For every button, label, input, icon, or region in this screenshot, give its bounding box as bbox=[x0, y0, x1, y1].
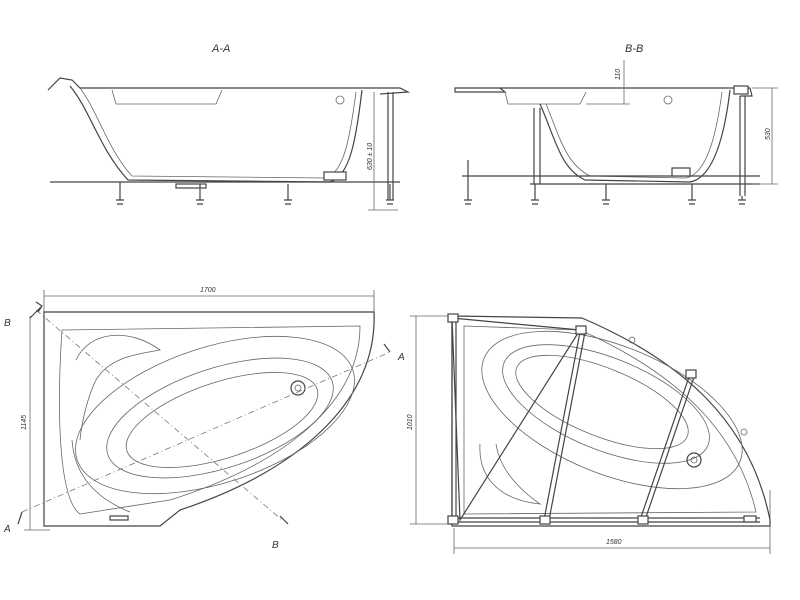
top-width-label: 1700 bbox=[200, 287, 216, 294]
frame-joint-3 bbox=[539, 515, 551, 525]
aa-tub-inner bbox=[79, 87, 357, 179]
frame-joint-2 bbox=[685, 369, 697, 379]
top-depth-label: 1145 bbox=[21, 415, 28, 430]
top-basin-outer bbox=[75, 335, 355, 495]
frame-joint-6 bbox=[447, 313, 459, 323]
frame-rim bbox=[463, 325, 757, 515]
top-outer-outline bbox=[43, 311, 375, 527]
top-headrest bbox=[75, 334, 161, 441]
top-view: 1700 1145 B B A A bbox=[3, 287, 405, 551]
top-basin-floor bbox=[125, 372, 319, 468]
top-section-line-b bbox=[35, 309, 283, 521]
frame-outer-outline bbox=[451, 315, 771, 527]
section-aa-title: A-A bbox=[211, 43, 230, 55]
aa-siphon bbox=[323, 171, 347, 181]
aa-headrest bbox=[111, 89, 223, 105]
frame-width-label: 1580 bbox=[606, 539, 622, 546]
aa-leg-height-label: 630 ± 10 bbox=[367, 143, 374, 170]
frame-mount-2 bbox=[740, 428, 748, 436]
bb-tub-inner bbox=[545, 91, 723, 179]
frame-view: 1010 1580 bbox=[407, 313, 771, 554]
frame-mount-1 bbox=[628, 336, 636, 344]
frame-drain-center bbox=[690, 456, 698, 464]
aa-drain-fitting bbox=[175, 183, 207, 189]
bb-tub-shell bbox=[539, 89, 731, 183]
bb-total-height-label: 530 bbox=[765, 128, 772, 140]
bb-rim bbox=[454, 87, 507, 93]
top-cut-arrow-b-top bbox=[29, 301, 43, 319]
aa-legs bbox=[116, 182, 394, 205]
frame-depth-label: 1010 bbox=[407, 414, 414, 430]
top-cut-arrow-a-right bbox=[383, 343, 391, 353]
top-cut-arrow-b-bottom bbox=[279, 515, 289, 525]
aa-overflow-hole bbox=[335, 95, 345, 105]
cut-label-b-top: B bbox=[4, 318, 11, 329]
frame-strut-2 bbox=[639, 373, 691, 521]
bb-rim-right bbox=[500, 87, 753, 97]
top-drain bbox=[290, 380, 306, 396]
bb-rim-offset-label: 110 bbox=[615, 69, 622, 80]
top-drain-center bbox=[294, 384, 302, 392]
frame-basin-mid bbox=[502, 344, 710, 464]
frame-strut-1b bbox=[548, 331, 586, 521]
frame-basin-floor bbox=[515, 354, 689, 450]
top-cut-arrow-a-left bbox=[17, 511, 23, 525]
bb-top-fitting bbox=[733, 85, 749, 95]
frame-strut-1 bbox=[543, 331, 581, 521]
frame-joint-1 bbox=[575, 325, 587, 335]
frame-strut-2b bbox=[644, 373, 696, 521]
section-bb-view: B-B 110 530 bbox=[454, 43, 778, 205]
aa-rim bbox=[47, 77, 411, 95]
top-rim bbox=[59, 325, 361, 515]
frame-joint-5 bbox=[447, 515, 459, 525]
frame-basin-outer bbox=[481, 330, 743, 490]
cut-label-b-bottom: B bbox=[272, 540, 279, 551]
section-aa-view: A-A 630 ± 10 bbox=[47, 43, 411, 211]
frame-foot-right bbox=[743, 515, 757, 523]
bb-siphon bbox=[671, 167, 691, 177]
frame-headrest bbox=[479, 443, 542, 505]
section-bb-title: B-B bbox=[625, 43, 643, 55]
cut-label-a-left: A bbox=[3, 524, 11, 535]
bb-overflow-hole bbox=[663, 95, 673, 105]
bb-seat bbox=[504, 91, 587, 105]
top-seat-corner bbox=[71, 439, 131, 513]
top-basin-mid bbox=[106, 357, 334, 479]
frame-bar-outer bbox=[451, 317, 582, 522]
aa-tub-shell bbox=[69, 85, 363, 183]
cut-label-a-right: A bbox=[397, 352, 405, 363]
bb-legs bbox=[464, 160, 746, 205]
frame-drain bbox=[686, 452, 702, 468]
frame-joint-4 bbox=[637, 515, 649, 525]
top-section-line-a bbox=[21, 351, 391, 513]
top-handle-bottom bbox=[109, 515, 129, 521]
